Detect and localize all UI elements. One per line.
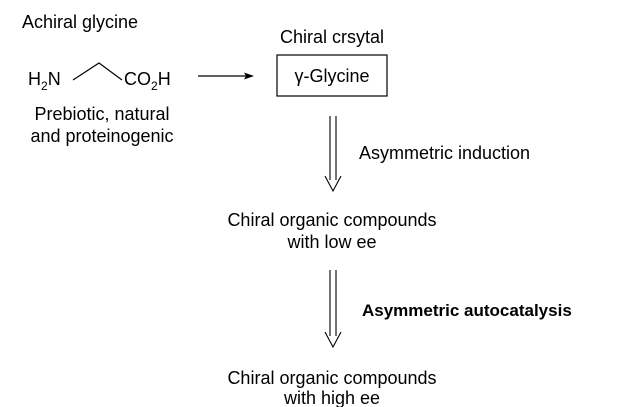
result-high-ee-line1: Chiral organic compounds (227, 368, 436, 388)
result-low-ee-line2: with low ee (286, 232, 376, 252)
glycine-structure: H2N CO2H (28, 62, 171, 93)
step-induction-label: Asymmetric induction (359, 143, 530, 163)
result-low-ee-line1: Chiral organic compounds (227, 210, 436, 230)
glycine-amine-label: H2N (28, 69, 61, 93)
crystal-title: Chiral crsytal (280, 27, 384, 47)
double-arrow-autocatalysis (324, 270, 342, 349)
crystal-box-label: γ-Glycine (294, 66, 369, 86)
crystal-box (276, 54, 388, 97)
glycine-description-line2: and proteinogenic (30, 126, 173, 146)
glycine-acid-label: CO2H (124, 69, 171, 93)
step-autocatalysis-label: Asymmetric autocatalysis (362, 301, 572, 320)
glycine-description-line1: Prebiotic, natural (34, 104, 169, 124)
glycine-carbon-bond (72, 62, 123, 81)
glycine-title: Achiral glycine (22, 12, 138, 32)
double-arrow-induction (324, 116, 342, 193)
horizontal-arrow (198, 72, 254, 80)
result-high-ee-line2: with high ee (283, 388, 380, 407)
